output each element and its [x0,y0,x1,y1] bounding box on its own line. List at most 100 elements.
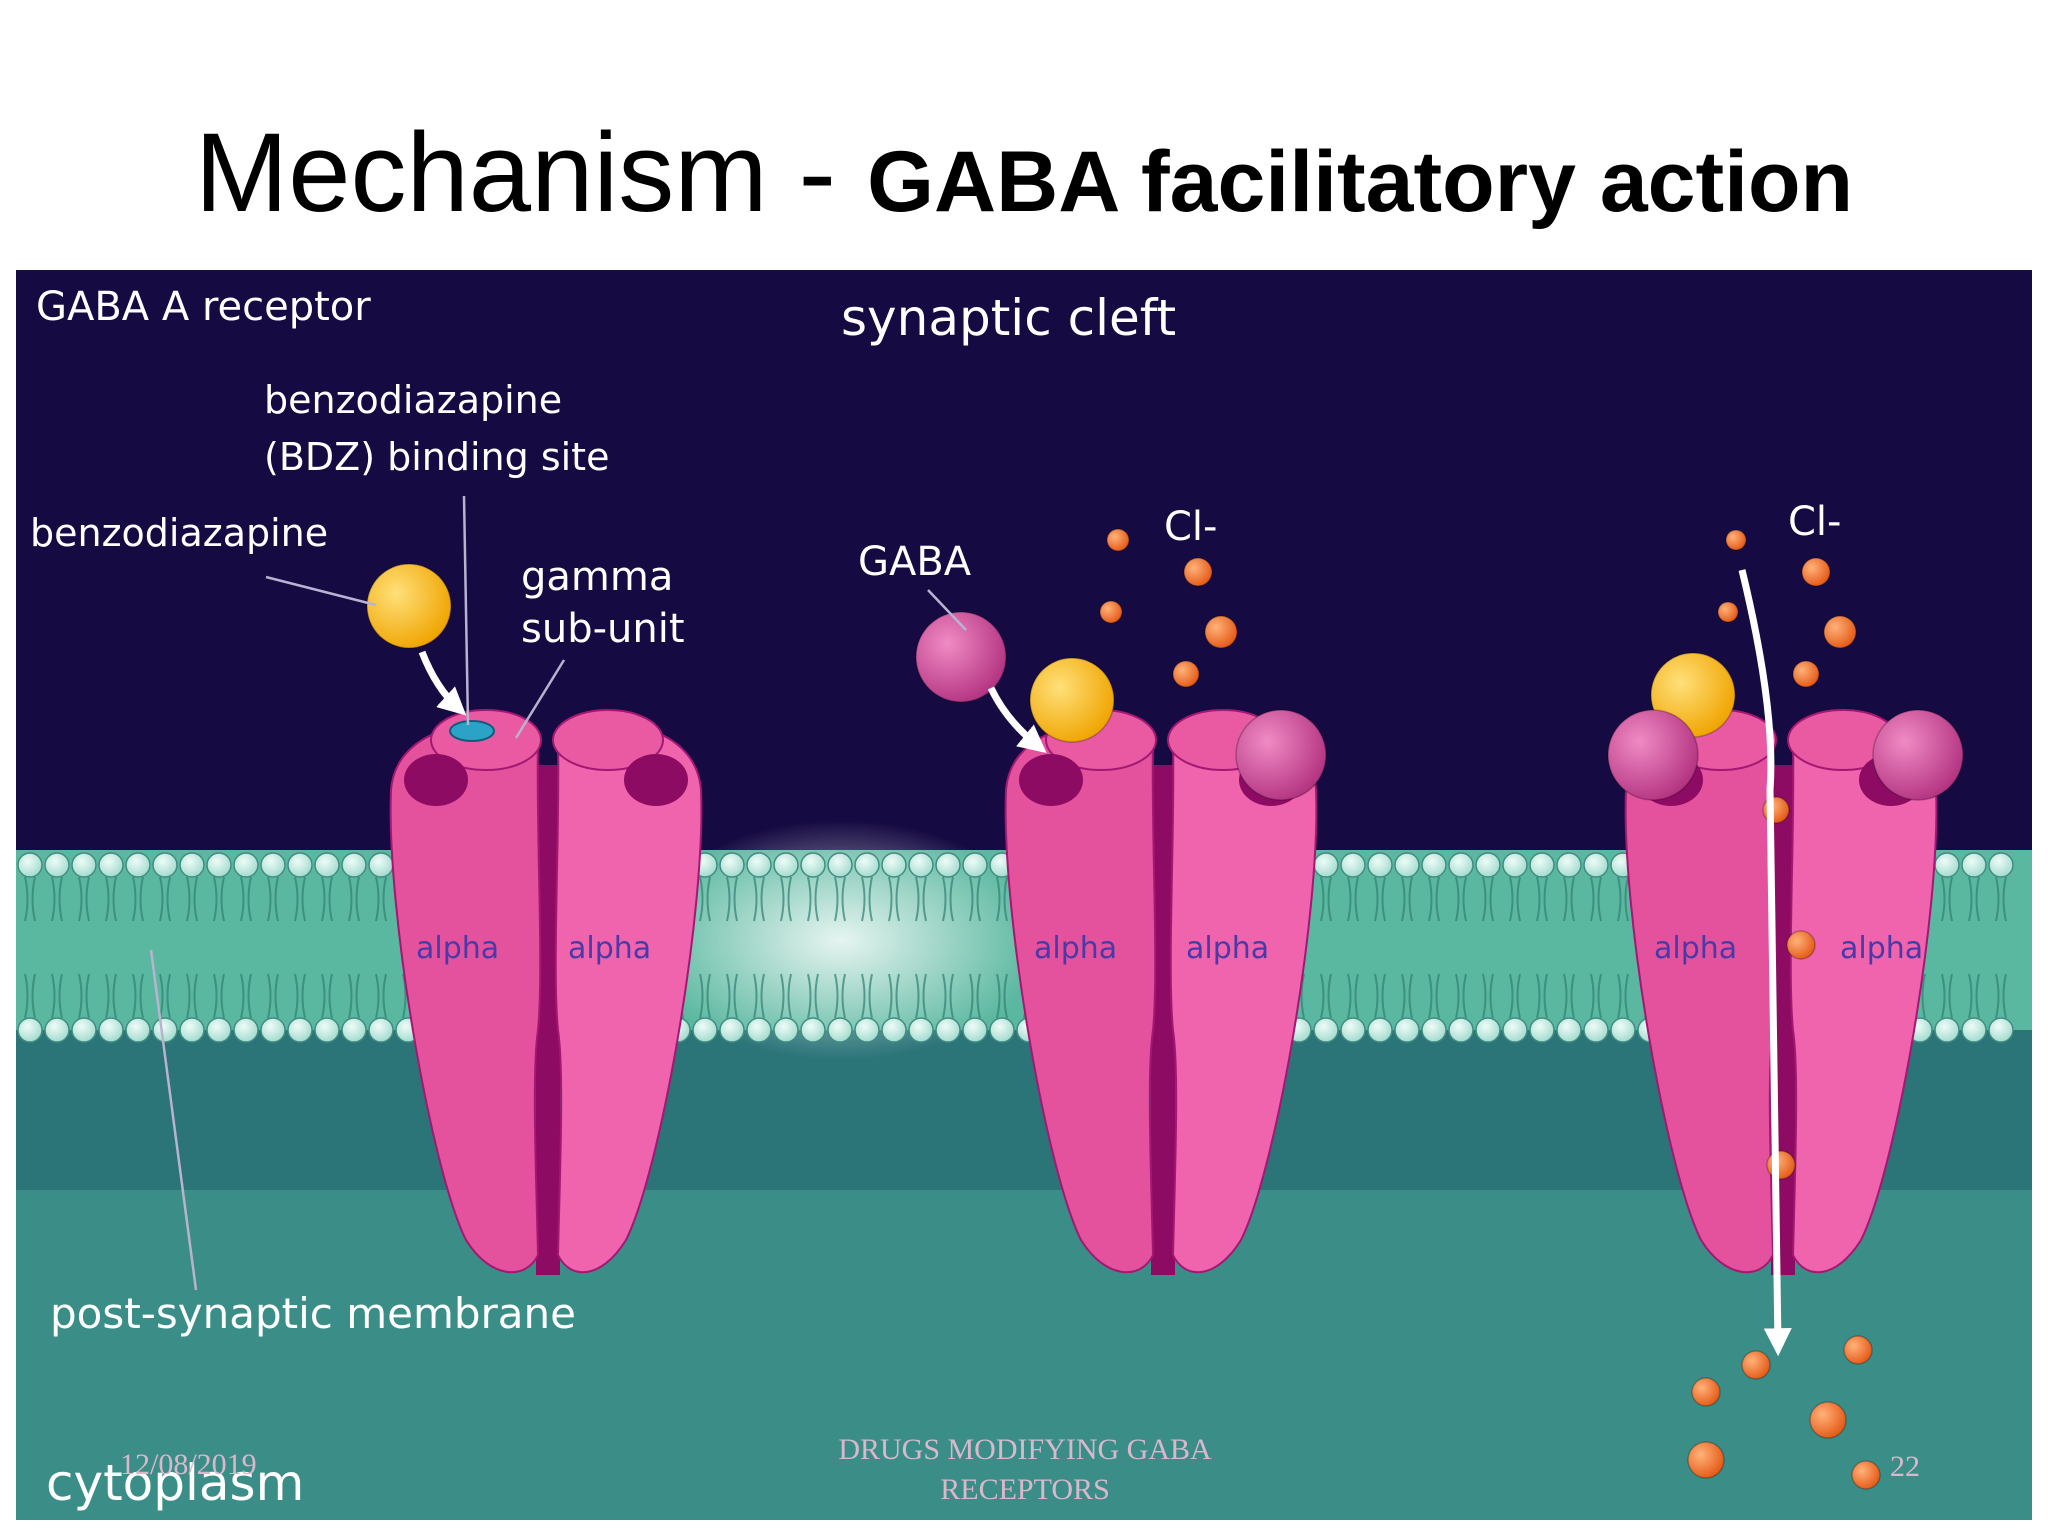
lipid-head [179,1017,205,1043]
lipid-head [125,1017,151,1043]
lipid-head [1556,852,1582,878]
benzodiazepine-molecule [1029,657,1115,743]
lipid-tail [1509,973,1521,1019]
gaba-molecule [1607,709,1699,801]
arrows [418,569,1792,1357]
gaba-binding-pocket [624,754,688,806]
lipid-tail [213,876,225,922]
membrane-glow [641,820,1041,1060]
label-bdz-site-line2: (BDZ) binding site [264,435,609,479]
lipid-tail [753,876,765,922]
lipid-tail [24,973,36,1019]
lipid-head [1934,852,1960,878]
lipid-tail [915,973,927,1019]
lipid-tail [1995,876,2007,922]
lipid-head [1961,1017,1987,1043]
lipid-tail [1563,973,1575,1019]
lipid-tail [105,876,117,922]
footer-center-line1: DRUGS MODIFYING GABA [838,1433,1212,1466]
label-gaba: GABA [858,539,972,585]
receptor-2 [1004,709,1318,1275]
lipid-tail [1536,973,1548,1019]
lipid-head [827,1017,853,1043]
lipid-tail [1347,973,1359,1019]
lipid-head [962,1017,988,1043]
gaba-receptor-diagram: GABA A receptor synaptic cleft benzodiaz… [16,270,2032,1520]
lipid-tail [132,876,144,922]
chloride-ion [1691,1377,1721,1407]
lipid-head [989,1017,1015,1043]
alpha-label-2a: alpha [1034,931,1117,966]
lipid-head [341,1017,367,1043]
lipid-head [71,852,97,878]
chloride-ion [1172,660,1200,688]
lipid-tail [159,876,171,922]
label-bdz-site-line1: benzodiazapine [264,378,562,422]
lipid-head [206,1017,232,1043]
lipid-tail [780,876,792,922]
lipid-head [1988,1017,2014,1043]
lipid-tail [213,973,225,1019]
lipid-head [1475,852,1501,878]
label-gaba-a-receptor: GABA A receptor [36,284,371,330]
receptor-top-lobe [552,709,664,771]
receptor-alpha-subunit-left [389,724,542,1274]
lipid-tail [186,876,198,922]
label-chloride-1: Cl- [1164,504,1217,550]
lipid-head [206,852,232,878]
lipid-head [908,1017,934,1043]
title-main: Mechanism - [194,110,868,235]
lipid-head [1421,852,1447,878]
lipid-tail [726,876,738,922]
lipid-head [881,1017,907,1043]
lipid-head [1421,1017,1447,1043]
gaba-molecule [915,611,1007,703]
lipid-tail [942,876,954,922]
lipid-tail [888,973,900,1019]
lipid-head [368,1017,394,1043]
lipid-head [935,1017,961,1043]
lipid-head [260,852,286,878]
lipid-tail [1455,876,1467,922]
gaba-binding-pocket [1019,754,1083,806]
label-chloride-2: Cl- [1788,499,1841,545]
chloride-ion [1687,1441,1725,1479]
lipid-tail [186,973,198,1019]
gaba-molecule [1235,709,1327,801]
alpha-label-1a: alpha [416,931,499,966]
lipid-head [1394,1017,1420,1043]
lipid-tail [348,973,360,1019]
receptor-alpha-subunit-left [1004,724,1157,1274]
lipid-tail [861,876,873,922]
lipid-head [233,852,259,878]
gaba-binding-pocket [404,754,468,806]
lipid-head [1583,1017,1609,1043]
lipid-tail [105,973,117,1019]
lipid-head [746,1017,772,1043]
lipid-tail [1320,973,1332,1019]
lipid-head [1988,852,2014,878]
chloride-ion [1741,1350,1771,1380]
lipid-head [314,1017,340,1043]
slide-title: Mechanism - GABA facilitatory action [0,108,2048,237]
chloride-ion [1823,615,1857,649]
chloride-ion [1106,528,1130,552]
lipid-tail [51,876,63,922]
lipid-tail [1482,876,1494,922]
lipid-head [1529,1017,1555,1043]
bdz-binding-site [449,720,495,742]
lipid-tail [132,973,144,1019]
lipid-head [71,1017,97,1043]
lipid-head [98,1017,124,1043]
lipid-tail [1320,876,1332,922]
alpha-label-3a: alpha [1654,931,1737,966]
lipid-head [1583,852,1609,878]
gaba-arrow [987,686,1047,754]
lipid-tail [1941,973,1953,1019]
lipid-head [935,852,961,878]
lipid-head [1502,1017,1528,1043]
lipid-head [287,852,313,878]
label-gamma-line1: gamma [521,554,673,600]
lipid-head [773,1017,799,1043]
